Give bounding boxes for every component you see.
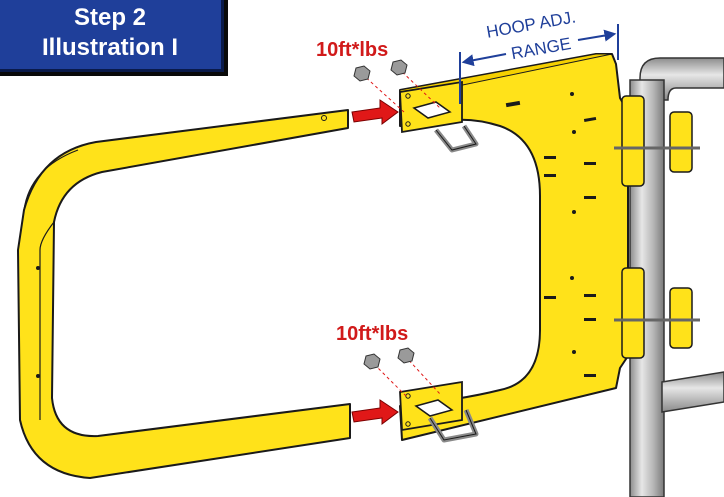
hinge-clamps [614,95,700,359]
fasteners [353,59,441,397]
guardrail-mid-rail [661,371,724,413]
bottom-nut-right [397,347,415,364]
top-nut-right [390,59,408,76]
top-bracket [399,80,479,153]
step-callout: Step 2 Illustration I [0,0,224,72]
hoop-outline [17,109,351,479]
plate-holes [505,92,597,377]
bottom-nut-left [363,353,381,370]
bottom-bracket [399,380,479,443]
top-torque-label: 10ft*lbs [316,39,388,61]
top-nut-left [353,65,371,82]
bottom-torque-label: 10ft*lbs [336,323,408,345]
illustration-title: Illustration I [41,34,178,61]
gate-hoop [17,109,351,479]
step-title: Step 2 [73,4,147,31]
insertion-arrows [351,99,399,425]
top-insertion-arrow [351,99,399,125]
range-label: RANGE [510,34,573,63]
bottom-insertion-arrow [351,399,399,425]
